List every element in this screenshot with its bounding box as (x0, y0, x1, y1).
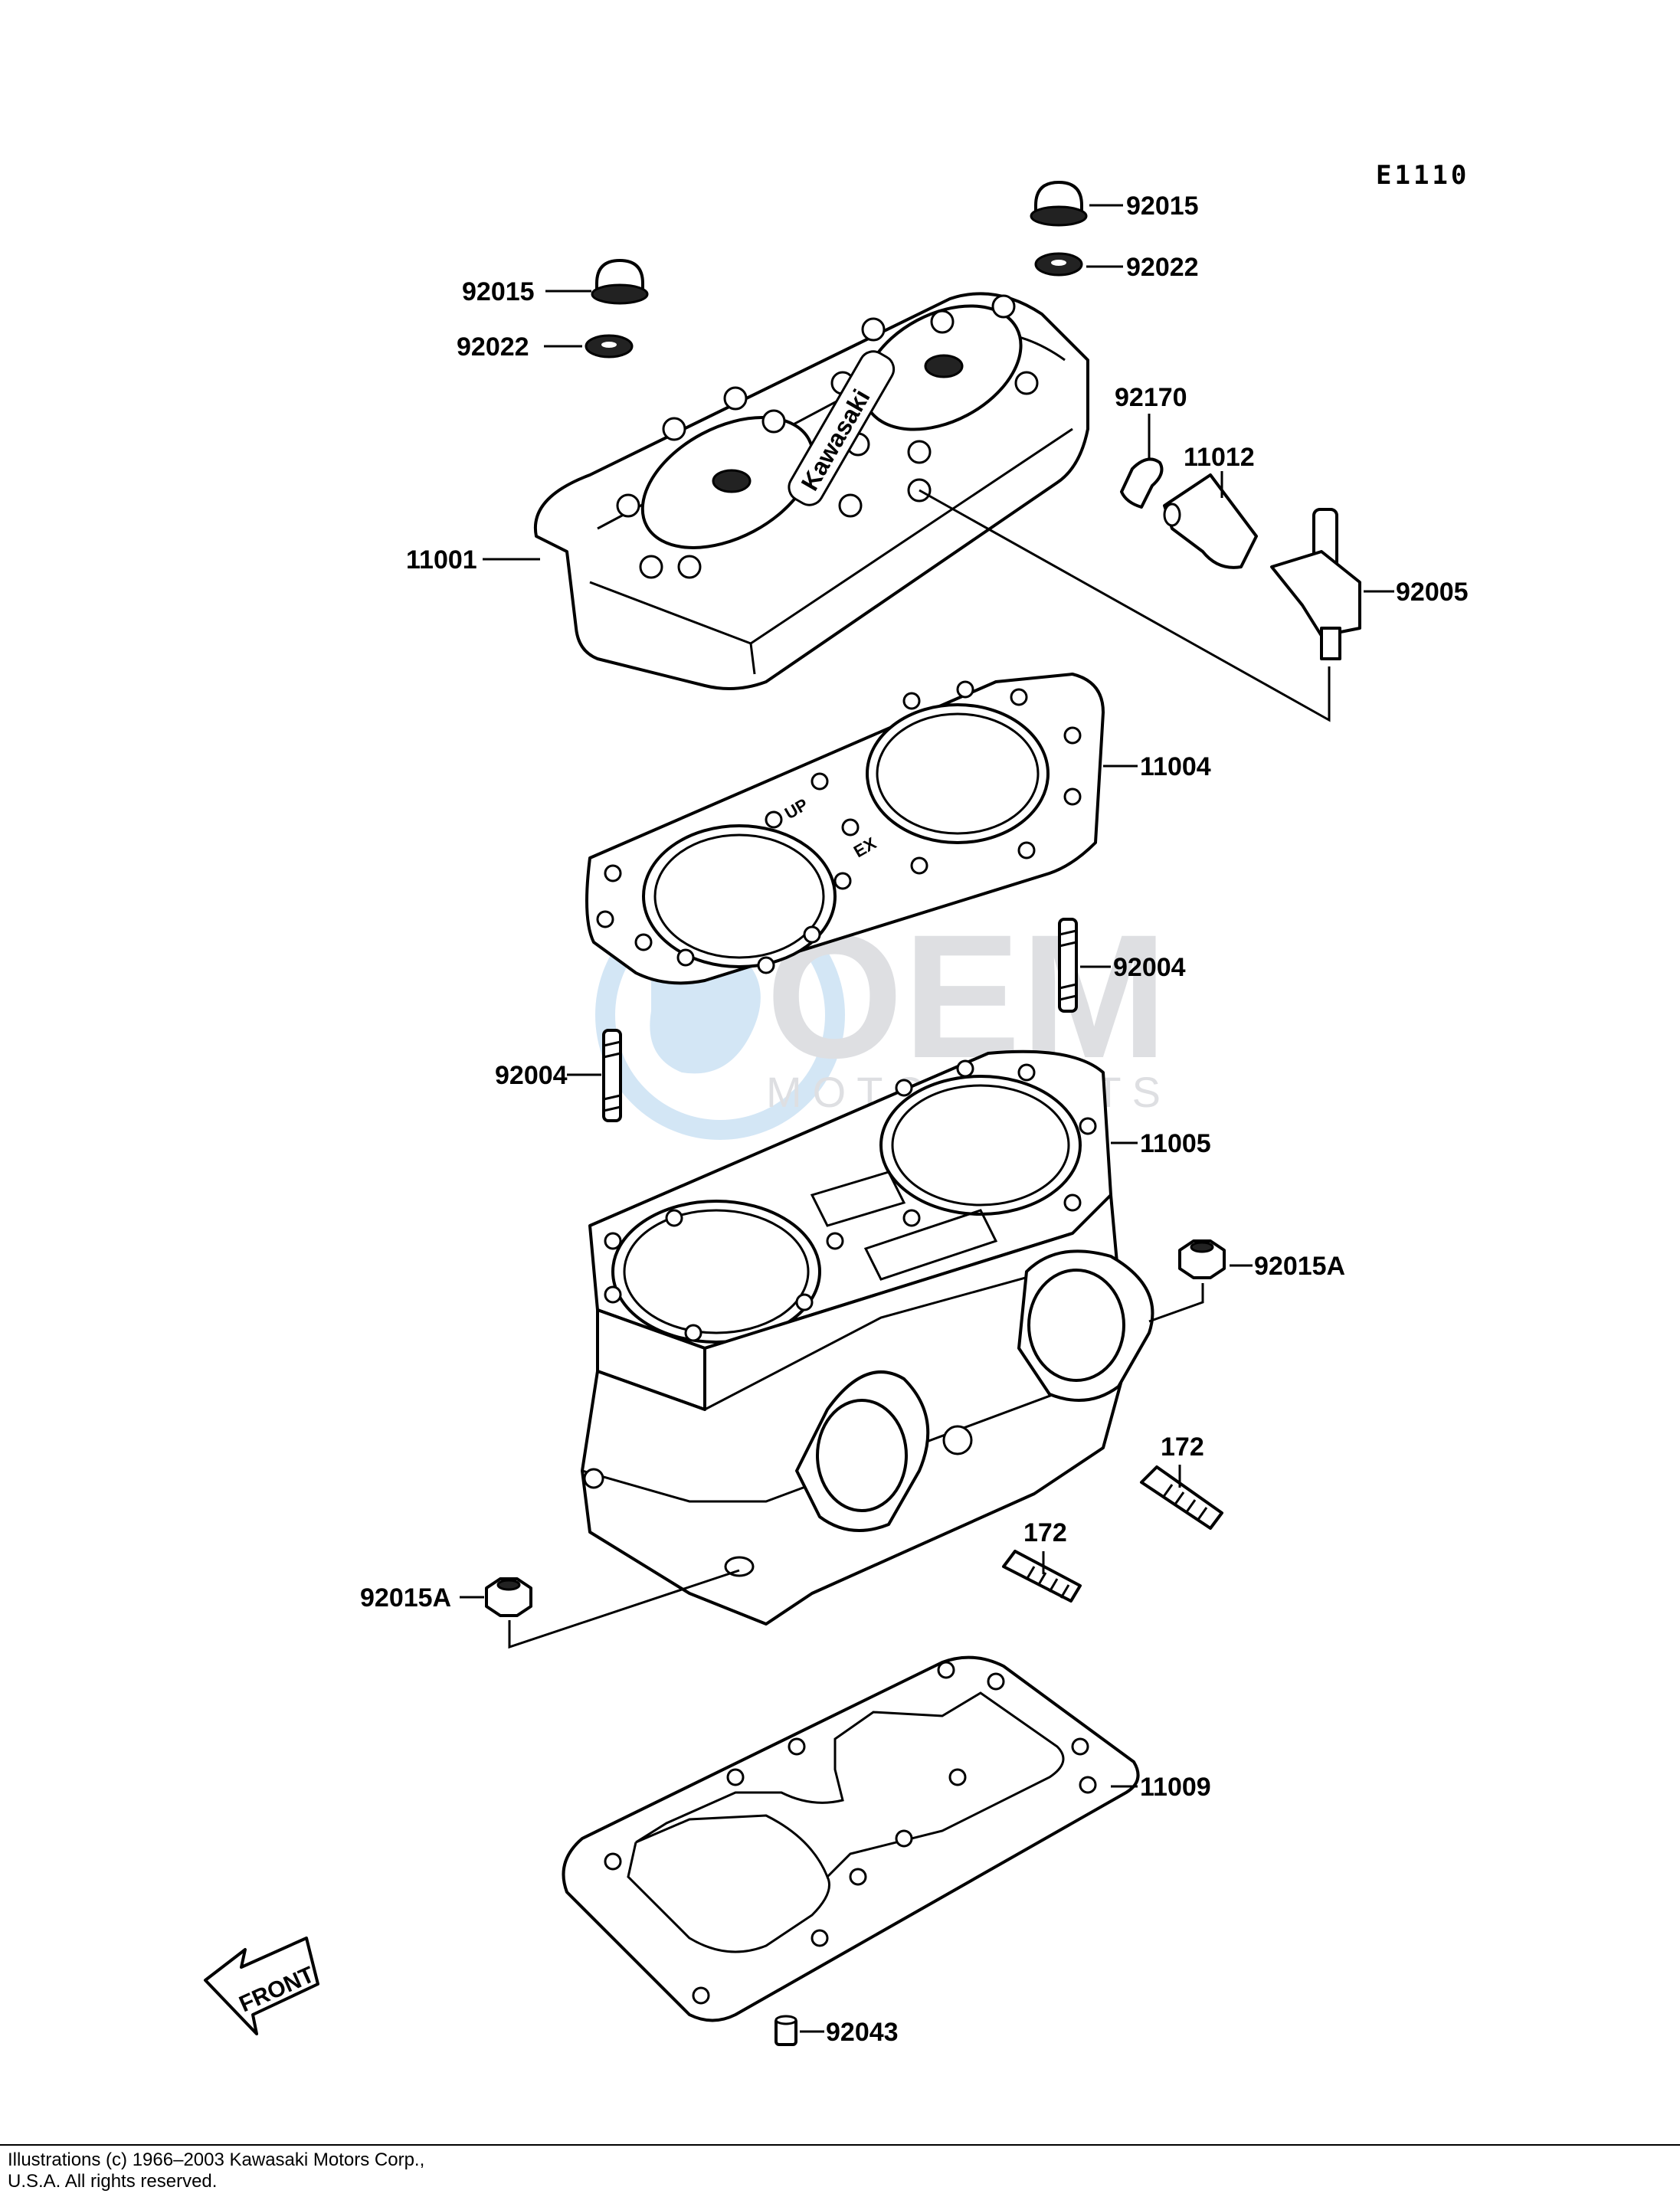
cap-nut-right (1030, 181, 1088, 227)
bolt-center (1002, 1550, 1082, 1603)
cylinder-head: Kawasaki (533, 292, 1089, 690)
label-nipple: 92005 (1396, 578, 1469, 607)
label-cylinder: 11005 (1140, 1129, 1211, 1158)
stud-left (602, 1029, 622, 1122)
label-cap-nut-left: 92015 (462, 277, 535, 306)
flange-nut-left (485, 1577, 532, 1617)
label-bolt-right: 172 (1161, 1432, 1204, 1462)
front-arrow: FRONT (204, 1937, 319, 2035)
nipple (1270, 508, 1361, 660)
label-fitting: 11012 (1184, 443, 1255, 472)
head-gasket: UP EX (585, 673, 1105, 985)
label-washer-left: 92022 (457, 332, 529, 362)
label-cap-nut-right: 92015 (1126, 192, 1199, 221)
cylinder-block (581, 1049, 1154, 1626)
copyright-notice: Illustrations (c) 1966–2003 Kawasaki Mot… (8, 2150, 424, 2192)
copyright-line-1: Illustrations (c) 1966–2003 Kawasaki Mot… (8, 2150, 425, 2170)
label-stud-left: 92004 (495, 1061, 568, 1090)
diagram-code: E1110 (1376, 160, 1469, 191)
base-gasket (562, 1655, 1140, 2022)
cap-nut-left (591, 259, 649, 305)
clamp (1120, 457, 1164, 509)
label-bolt-center: 172 (1023, 1518, 1067, 1547)
dowel-pin (775, 2015, 797, 2046)
label-dowel-pin: 92043 (826, 2018, 899, 2047)
label-clamp: 92170 (1115, 383, 1187, 412)
label-washer-right: 92022 (1126, 253, 1199, 282)
label-nut-left: 92015A (360, 1583, 451, 1613)
stud-right (1058, 918, 1078, 1013)
label-nut-right: 92015A (1254, 1252, 1345, 1281)
fitting (1163, 473, 1258, 569)
label-cylinder-head: 11001 (406, 545, 477, 575)
copyright-line-2: U.S.A. All rights reserved. (8, 2171, 218, 2192)
head-to-nipple-line (919, 489, 1331, 722)
label-base-gasket: 11009 (1140, 1773, 1211, 1802)
bolt-right (1140, 1465, 1223, 1530)
flange-nut-right (1178, 1239, 1226, 1279)
label-stud-right: 92004 (1113, 953, 1186, 982)
label-head-gasket: 11004 (1140, 752, 1211, 781)
